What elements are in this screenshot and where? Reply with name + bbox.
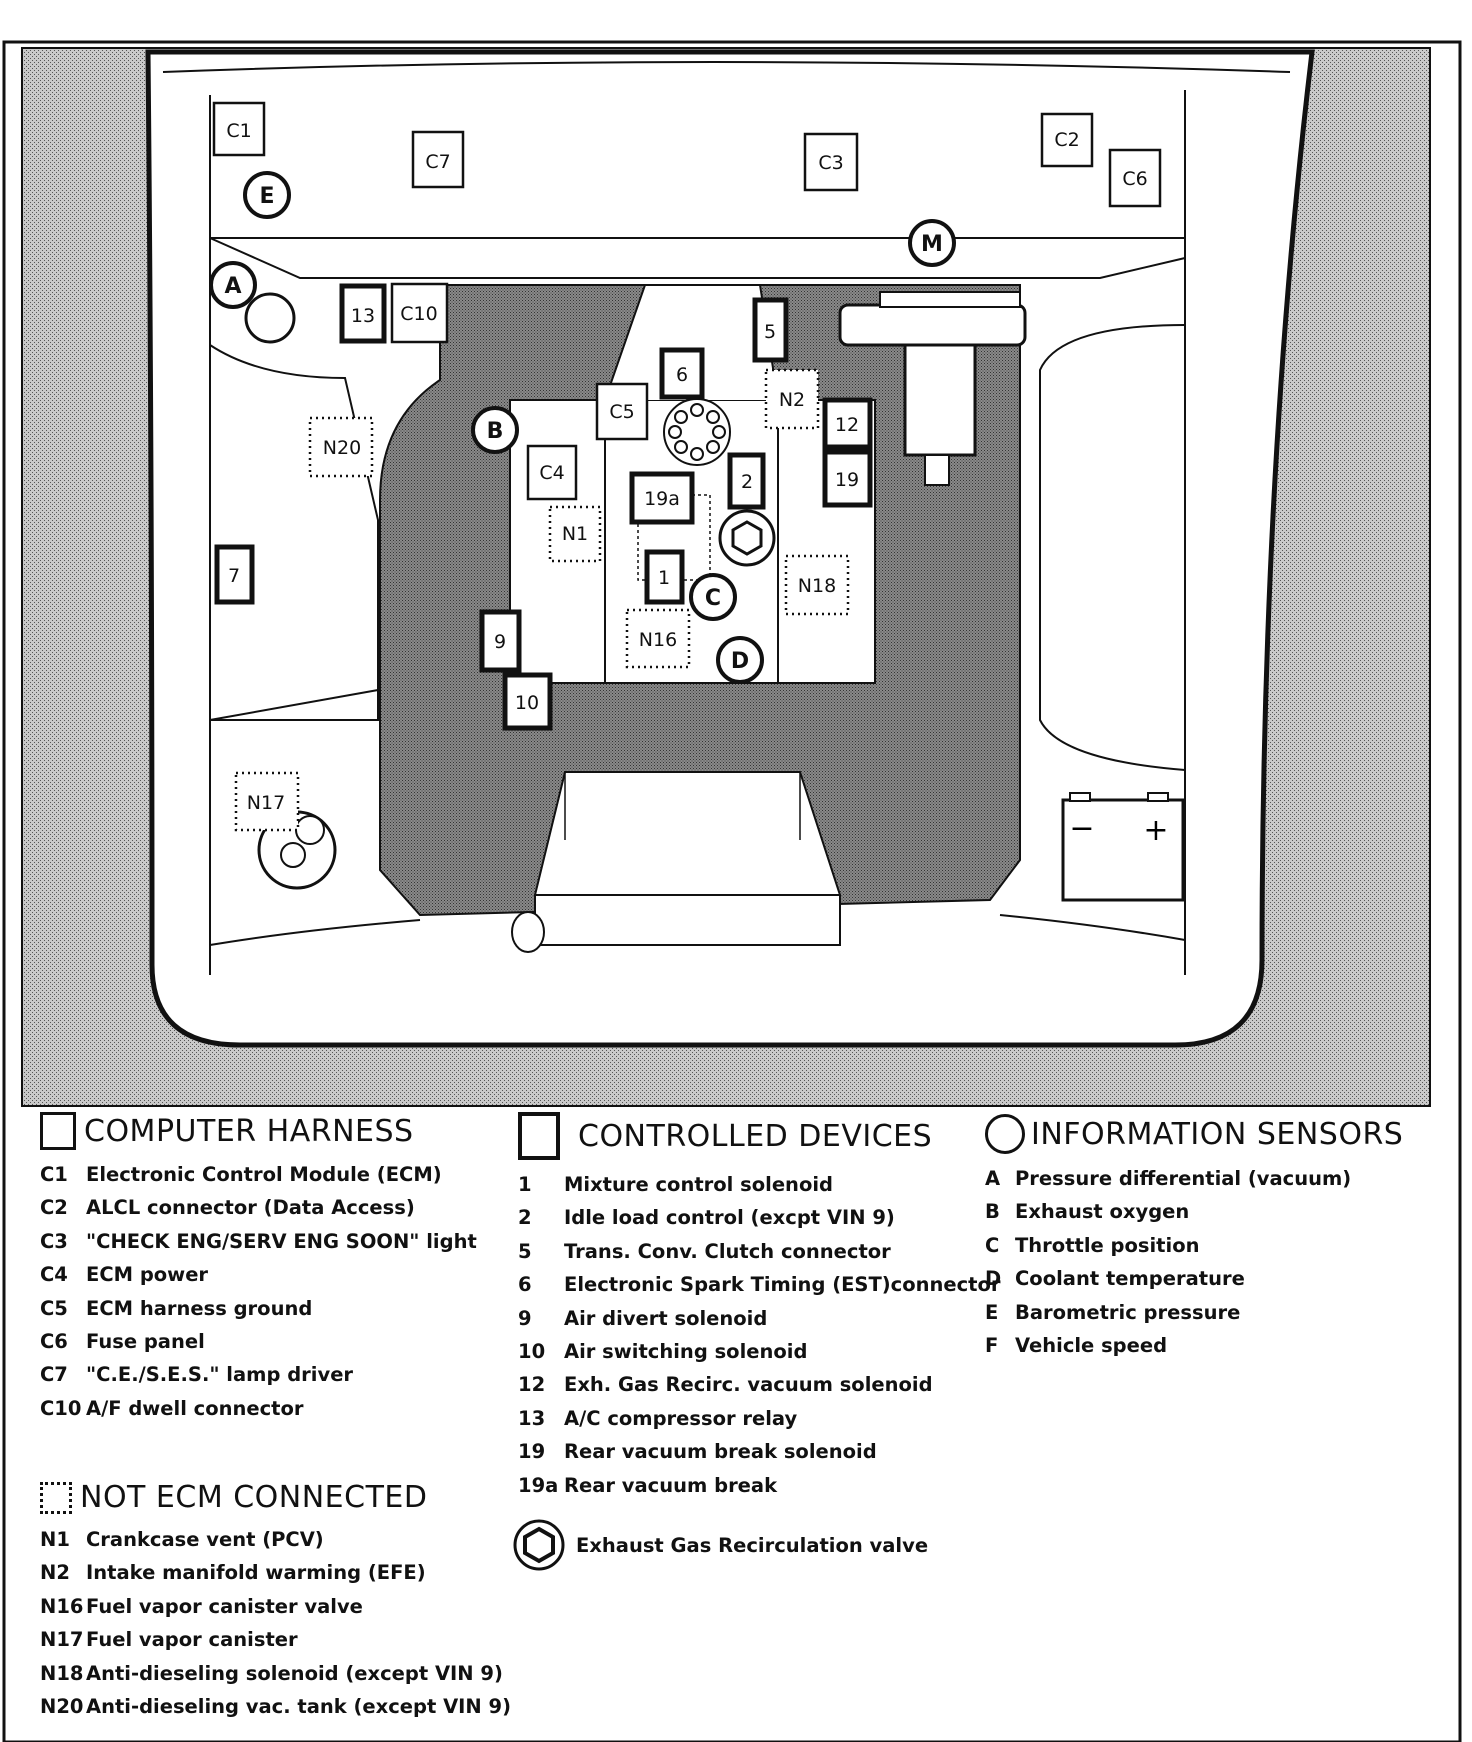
box-label-c7: C7 (425, 151, 450, 173)
front-housing (533, 771, 842, 896)
outer-frame (2, 40, 1462, 1742)
legend-information-sensors-title: INFORMATION SENSORS (985, 1114, 1403, 1154)
box-label-12: 12 (835, 414, 859, 436)
box-label-6: 6 (676, 364, 688, 386)
dotted-square-symbol-icon (40, 1481, 72, 1514)
sensor-label-m: M (921, 232, 943, 257)
battery: − + (1061, 792, 1185, 902)
battery-plus-label: + (1143, 813, 1168, 848)
legend-not-ecm-title: NOT ECM CONNECTED (40, 1480, 511, 1515)
box-label-c5: C5 (609, 401, 634, 423)
box-label-c2: C2 (1054, 129, 1079, 151)
box-label-n18: N18 (798, 575, 836, 597)
box-label-9: 9 (494, 631, 506, 653)
legend-egr: Exhaust Gas Recirculation valve (512, 1518, 928, 1572)
sensor-label-a: A (224, 274, 241, 299)
box-label-n1: N1 (562, 523, 588, 545)
egr-valve-icon (513, 1519, 565, 1571)
box-label-n20: N20 (323, 437, 361, 459)
box-label-c3: C3 (818, 152, 843, 174)
sensor-label-b: B (487, 419, 504, 444)
box-label-10: 10 (515, 692, 539, 714)
legend-controlled-devices-title: CONTROLLED DEVICES (518, 1112, 1001, 1160)
box-label-n16: N16 (639, 629, 677, 651)
cowl-panel (209, 237, 1186, 279)
box-label-c1: C1 (226, 120, 251, 142)
box-label-19a: 19a (644, 488, 680, 510)
box-label-2: 2 (741, 471, 753, 493)
box-label-7: 7 (228, 565, 240, 587)
box-label-c10: C10 (400, 303, 437, 325)
box-label-19: 19 (835, 469, 859, 491)
box-label-n17: N17 (247, 792, 285, 814)
legend-item: C3"CHECK ENG/SERV ENG SOON" light (40, 1229, 477, 1253)
circle-symbol-icon (985, 1114, 1025, 1154)
right-pump (838, 303, 1027, 347)
box-label-13: 13 (351, 305, 375, 327)
thick-square-symbol-icon (518, 1112, 560, 1160)
sensor-label-c: C (705, 586, 721, 611)
legend-item: C7"C.E./S.E.S." lamp driver (40, 1363, 354, 1387)
sensor-label-d: D (731, 649, 749, 674)
legend-computer-harness-title: COMPUTER HARNESS (40, 1112, 477, 1150)
square-symbol-icon (40, 1112, 76, 1150)
box-label-c6: C6 (1122, 168, 1147, 190)
legend-egr-text: Exhaust Gas Recirculation valve (576, 1533, 929, 1557)
box-label-1: 1 (658, 567, 670, 589)
battery-minus-label: − (1069, 811, 1094, 846)
sensor-label-e: E (259, 184, 274, 209)
box-label-5: 5 (764, 321, 776, 343)
box-label-c4: C4 (539, 462, 564, 484)
box-label-n2: N2 (779, 389, 805, 411)
